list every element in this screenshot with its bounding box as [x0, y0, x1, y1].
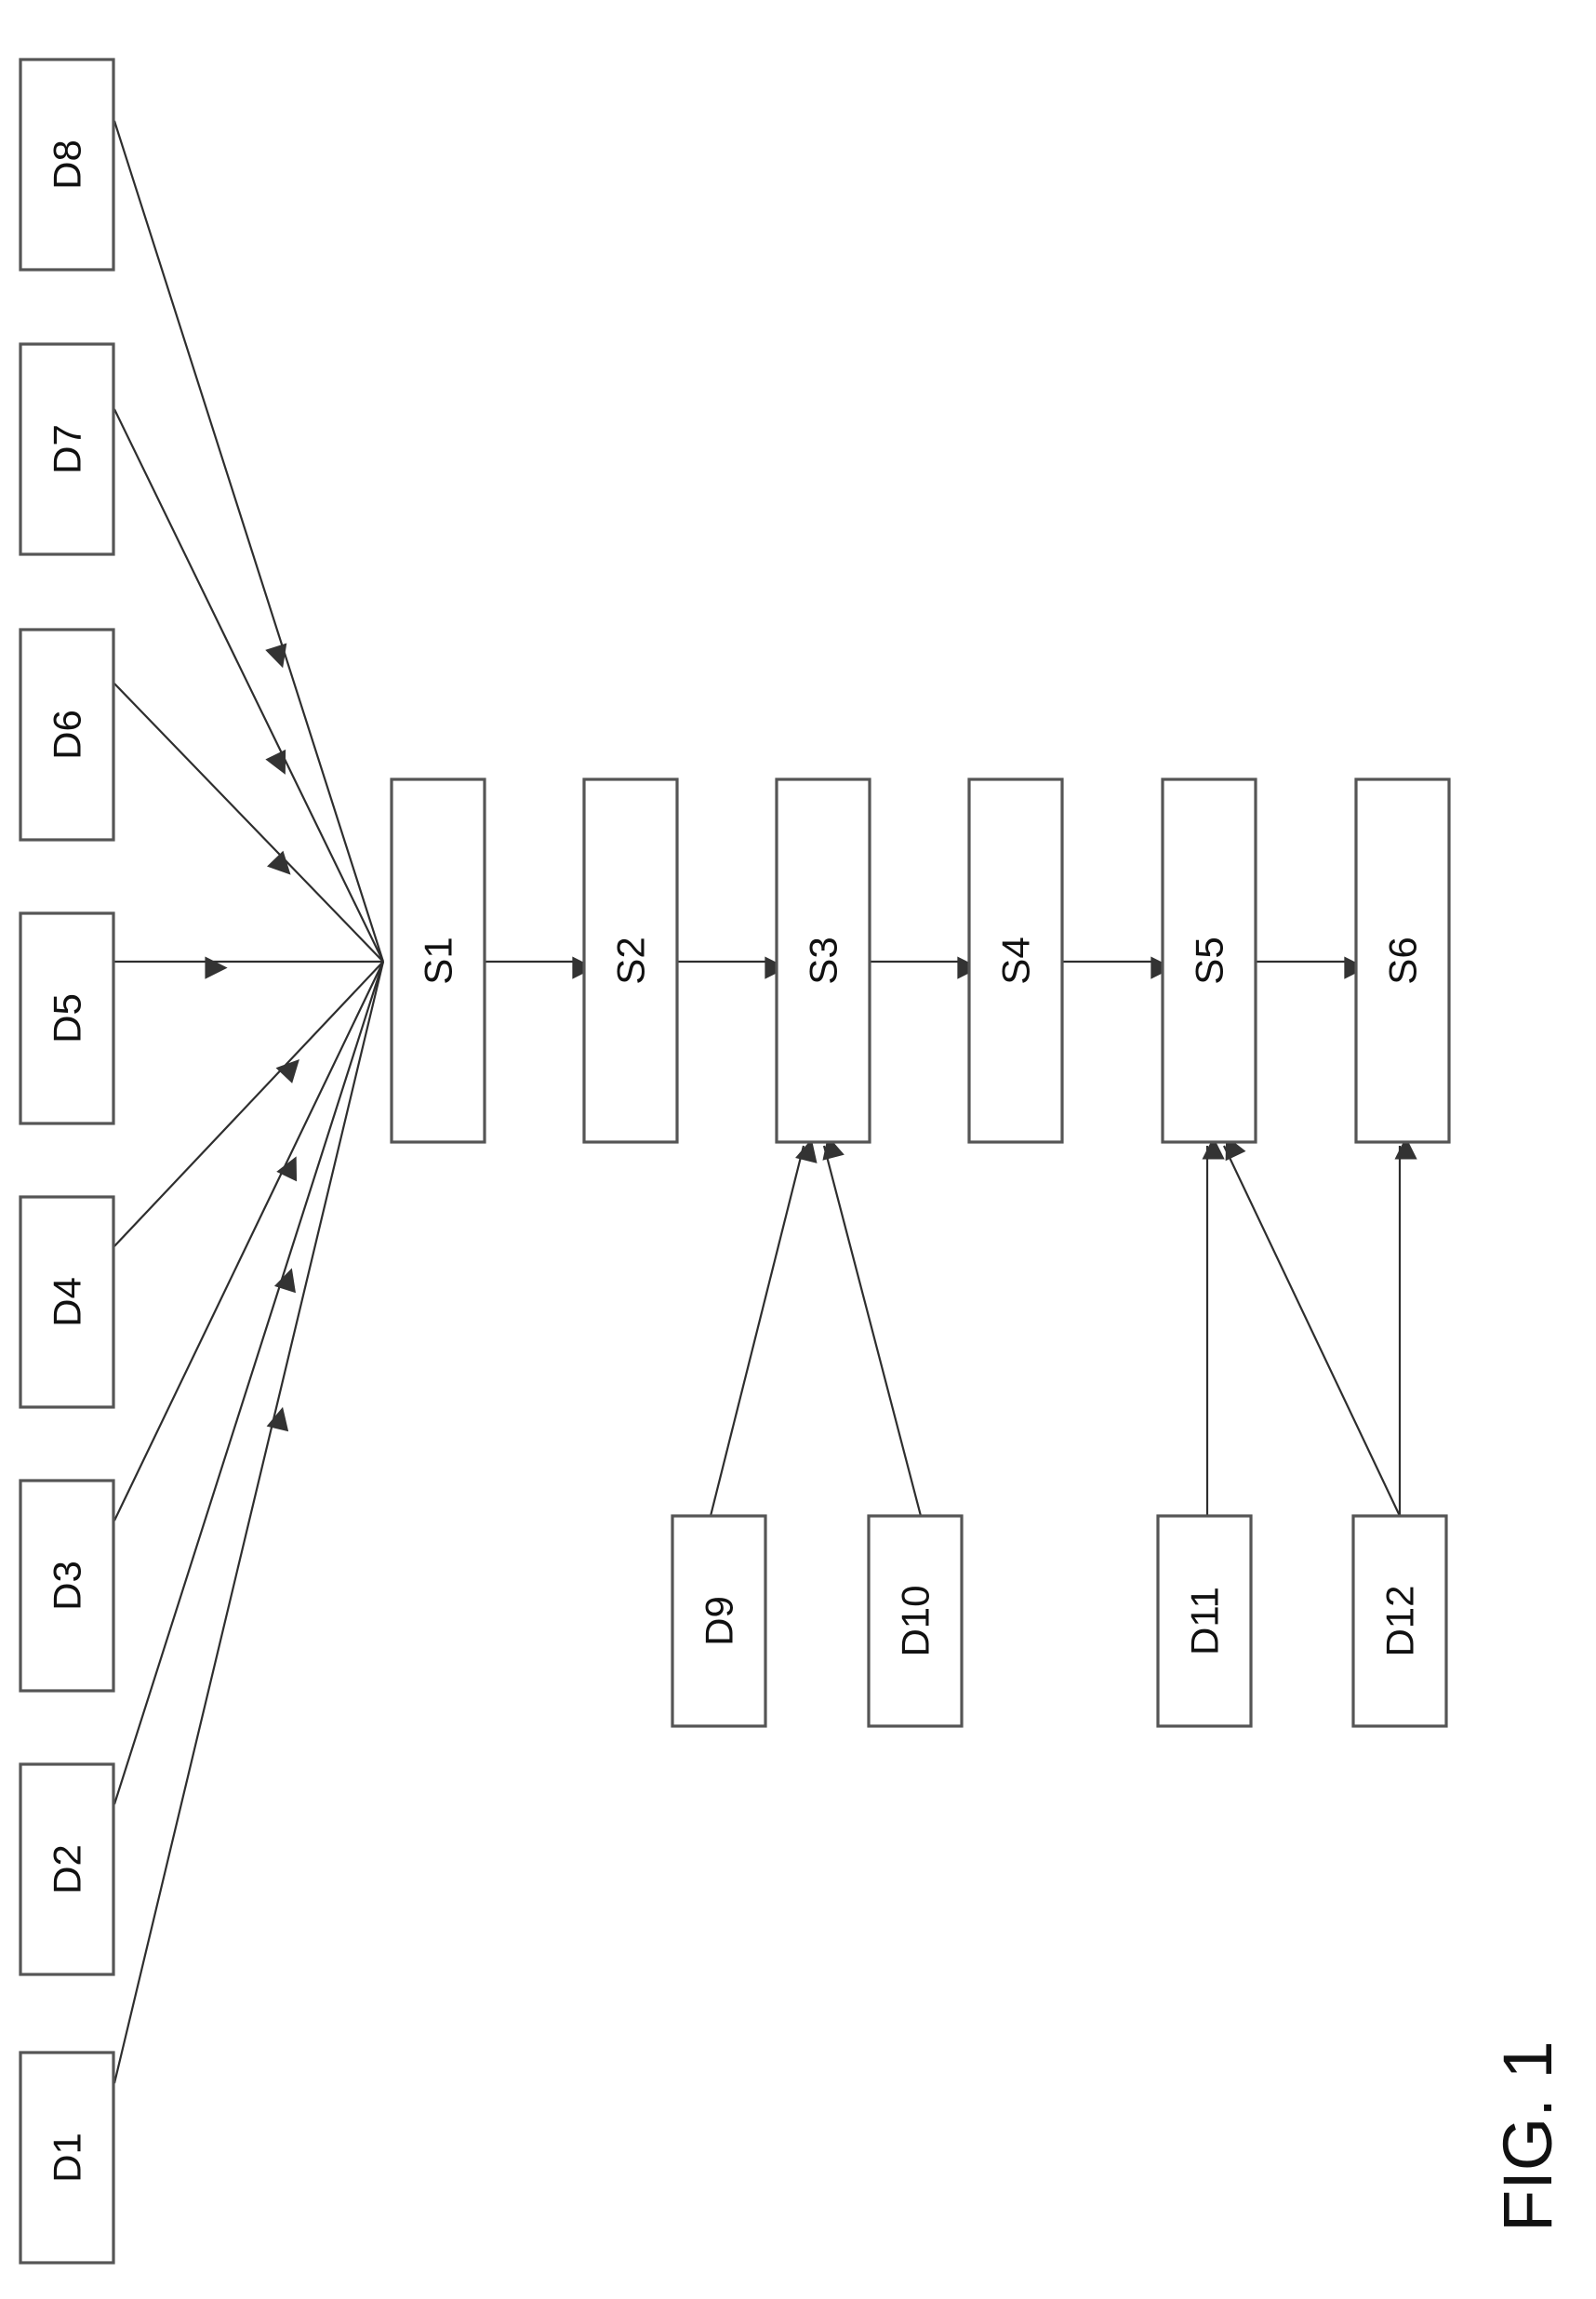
step-box-label: S2 — [609, 937, 653, 984]
step-box-s3: S3 — [777, 779, 870, 1142]
step-box-s5: S5 — [1163, 779, 1256, 1142]
input-box-d2: D2 — [20, 1764, 113, 1974]
edge-d10-to-s3 — [824, 1146, 921, 1516]
input-box-label: D11 — [1183, 1587, 1227, 1655]
step-box-label: S6 — [1381, 937, 1425, 984]
input-box-label: D10 — [894, 1585, 938, 1656]
input-box-d10: D10 — [869, 1516, 962, 1726]
step-box-label: S4 — [994, 937, 1038, 984]
step-box-label: S3 — [802, 937, 845, 984]
input-box-d11: D11 — [1158, 1516, 1251, 1726]
input-box-d5: D5 — [20, 913, 113, 1123]
edge-d3-to-s1 — [114, 962, 383, 1521]
input-box-d8: D8 — [20, 60, 113, 270]
step-box-label: S1 — [417, 937, 460, 984]
input-box-label: D8 — [46, 140, 89, 190]
edge-d8-to-s1 — [114, 121, 383, 962]
input-box-d3: D3 — [20, 1481, 113, 1691]
figure-caption: FIG. 1 — [1489, 2040, 1566, 2232]
input-box-label: D5 — [46, 993, 89, 1043]
edge-d7-to-s1 — [114, 409, 383, 962]
edge-d9-to-s3 — [711, 1146, 804, 1516]
input-box-d6: D6 — [20, 630, 113, 840]
step-box-s6: S6 — [1356, 779, 1449, 1142]
edge-d4-to-s1 — [114, 962, 383, 1246]
input-box-label: D3 — [46, 1561, 89, 1611]
step-box-s1: S1 — [392, 779, 485, 1142]
input-box-d7: D7 — [20, 344, 113, 554]
input-box-d9: D9 — [672, 1516, 765, 1726]
step-box-label: S5 — [1188, 937, 1231, 984]
edge-d2-to-s1 — [114, 962, 383, 1804]
input-box-label: D7 — [46, 424, 89, 474]
edge-d6-to-s1 — [114, 684, 383, 962]
edge-d12-to-s5 — [1224, 1146, 1400, 1516]
input-box-label: D1 — [46, 2133, 89, 2183]
input-box-label: D9 — [698, 1596, 741, 1646]
input-box-label: D12 — [1378, 1585, 1422, 1656]
input-box-d12: D12 — [1353, 1516, 1446, 1726]
input-box-label: D2 — [46, 1844, 89, 1894]
input-box-label: D4 — [46, 1277, 89, 1327]
edge-d1-to-s1 — [114, 962, 383, 2083]
input-box-label: D6 — [46, 710, 89, 760]
input-box-d4: D4 — [20, 1197, 113, 1407]
input-box-d1: D1 — [20, 2053, 113, 2263]
step-box-s4: S4 — [969, 779, 1062, 1142]
nodes-layer: D1 D2 D3 D4 D5 D6 D7 D8D9 D10 D11 D12 S1 S2 S3 S4 S5 S6 — [20, 60, 1449, 2263]
step-box-s2: S2 — [584, 779, 677, 1142]
